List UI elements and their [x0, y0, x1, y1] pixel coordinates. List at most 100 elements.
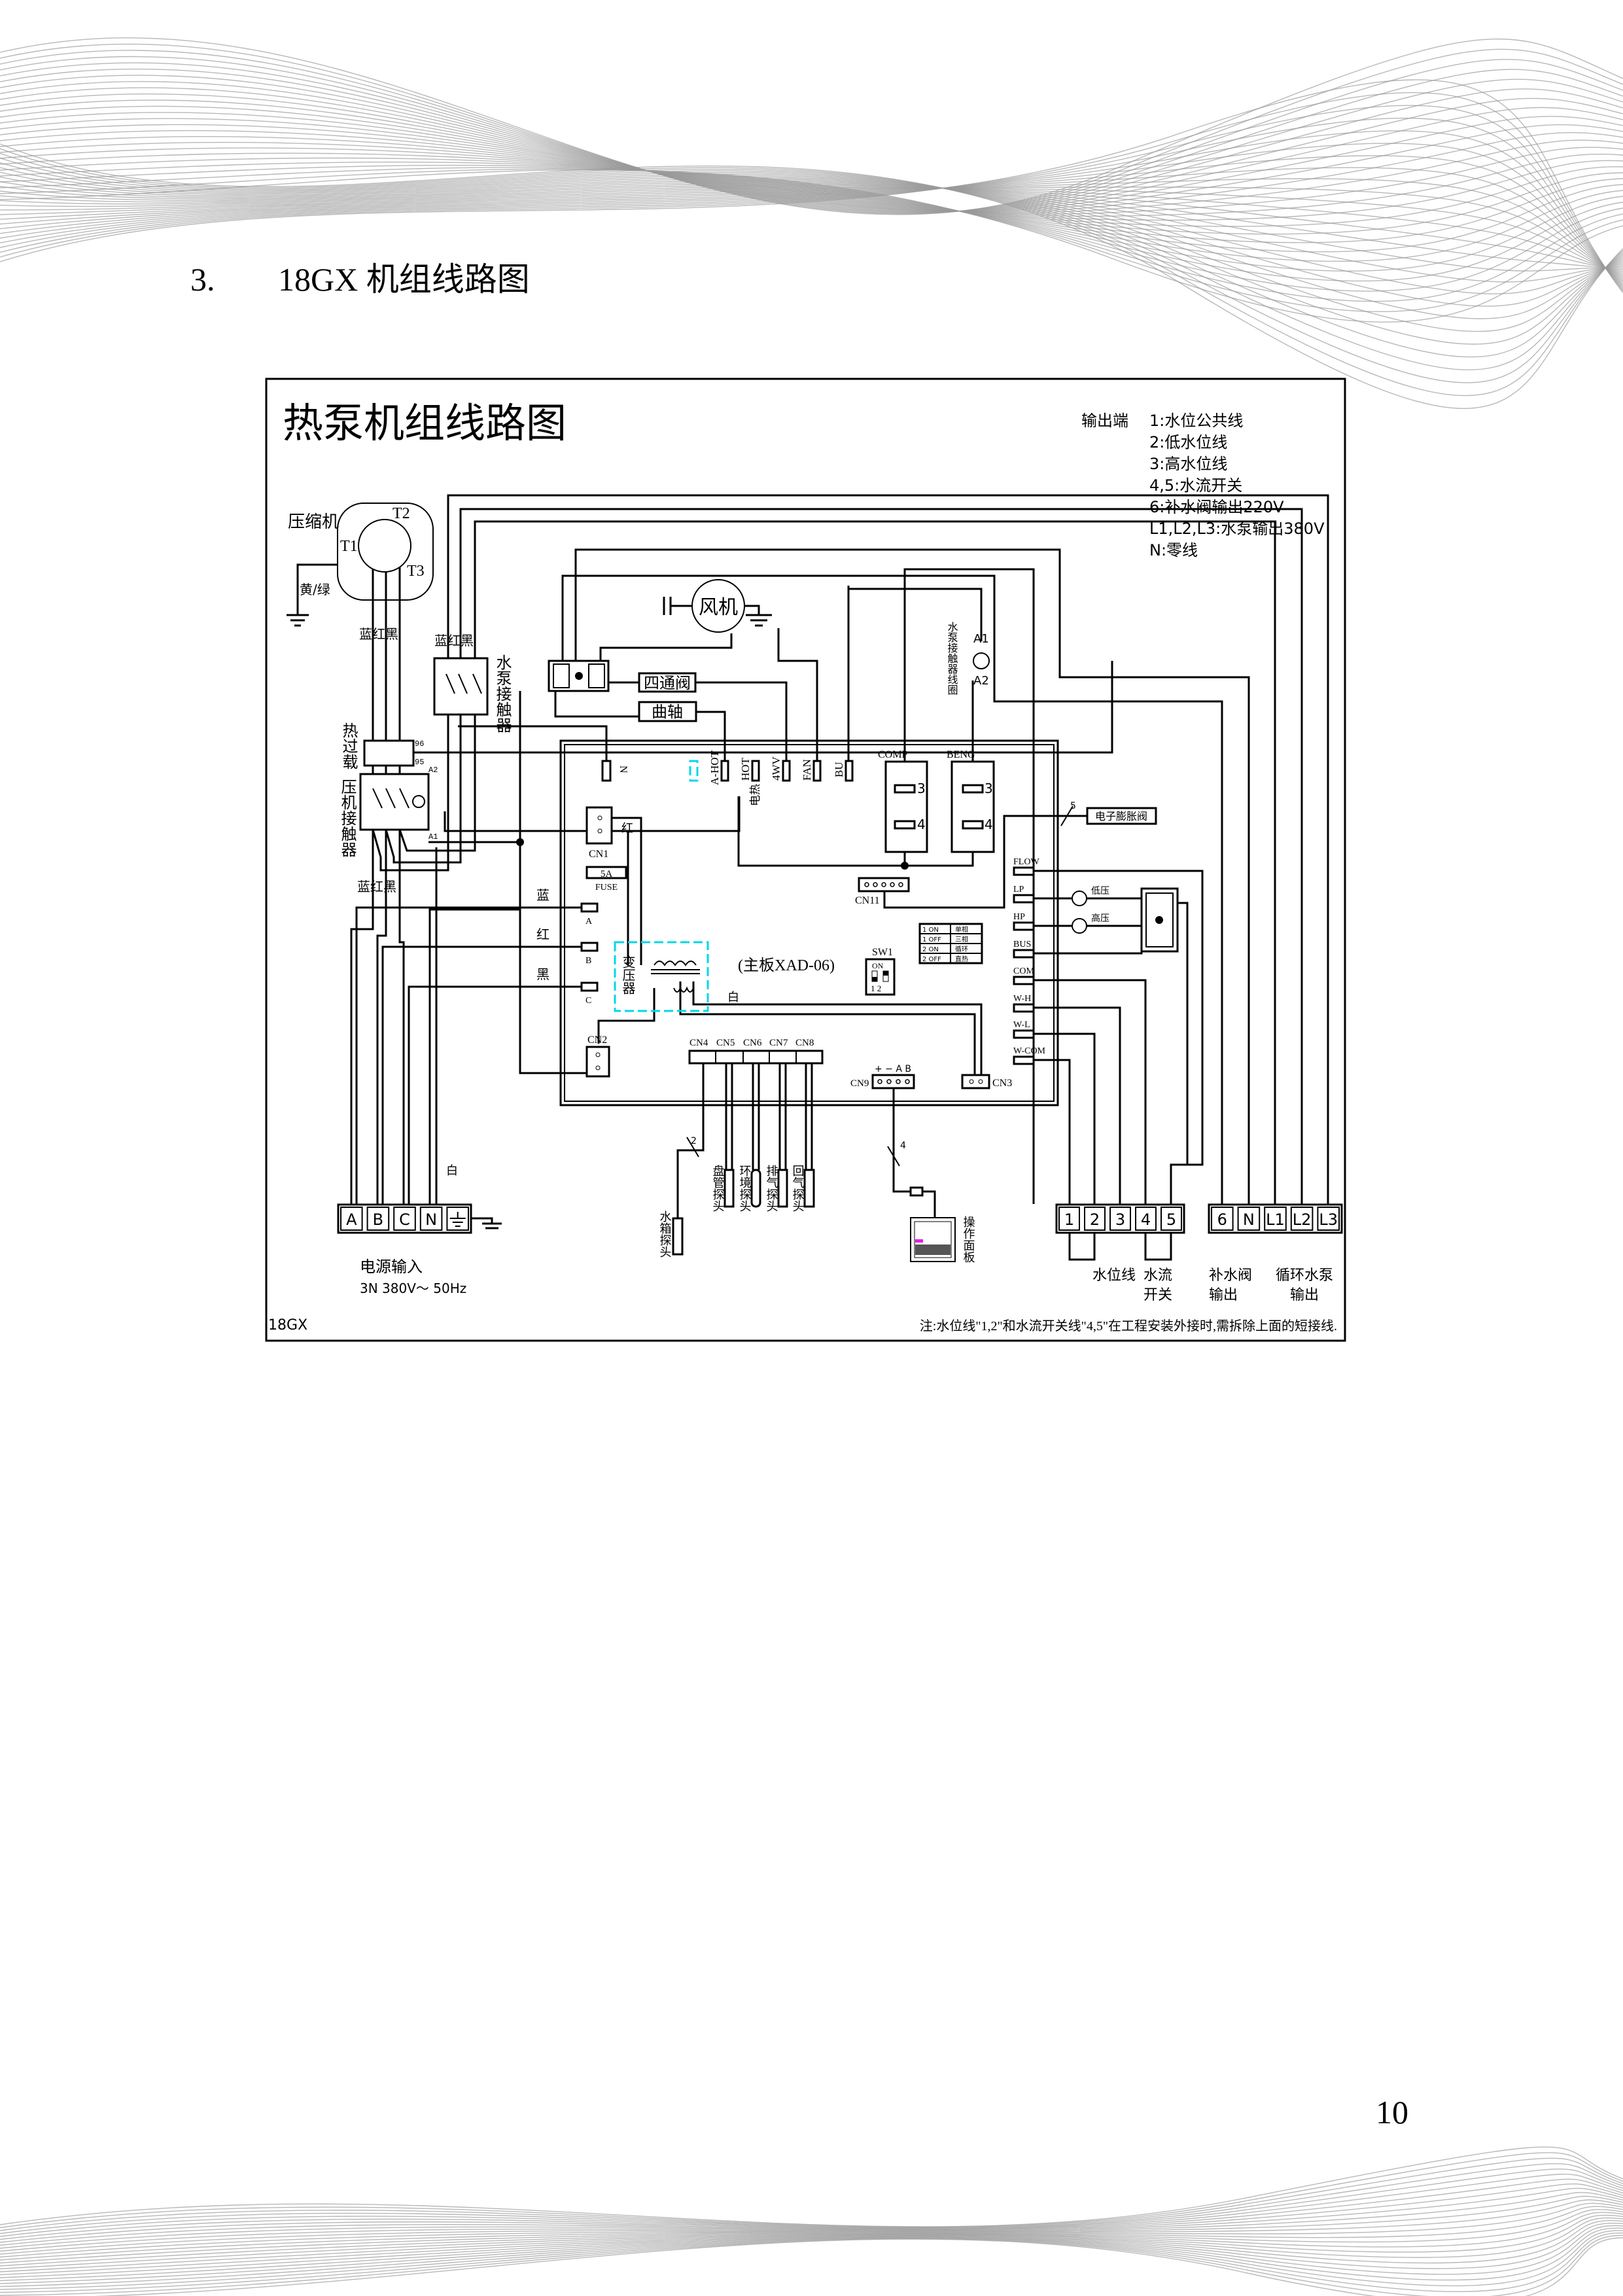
water-level-label: 水位线 [1092, 1267, 1136, 1284]
diagram-title: 热泵机组线路图 [283, 399, 567, 447]
neutral-wire-color: 白 [446, 1164, 458, 1178]
terminal [1058, 1207, 1080, 1231]
cn6-label: CN6 [743, 1038, 762, 1048]
port-label: FLOW [1013, 857, 1039, 867]
valve-output-label: 输出 [1209, 1287, 1238, 1303]
eev-wire-count: 5 [1070, 801, 1076, 811]
connector-cn1 [585, 806, 613, 845]
terminal-label: L3 [1319, 1210, 1338, 1229]
table-cell: 循环 [955, 945, 968, 953]
table-cell: 1 ON [922, 927, 939, 934]
terminal [366, 1207, 390, 1231]
fuse [585, 866, 627, 879]
ground-icon [449, 1212, 466, 1227]
table-cell: 单相 [955, 925, 968, 934]
high-pressure-label: 高压 [1091, 913, 1109, 924]
four-way-valve-label: 四通阀 [644, 674, 691, 692]
phase-a-pin: A [585, 917, 593, 927]
pressure-terminal-block [1140, 887, 1179, 953]
crankshaft-heater [638, 701, 697, 722]
table-cell: 直热 [955, 955, 968, 963]
connector-bu-label: BU [833, 762, 845, 777]
page-number: 10 [1376, 2094, 1408, 2130]
coil-a1: A1 [973, 632, 989, 646]
fuse-rating: 5A [601, 869, 613, 879]
cn4-label: CN4 [689, 1038, 708, 1048]
relay-pin: 4 [985, 817, 993, 832]
port-label: W-H [1013, 994, 1031, 1004]
discharge-probe [777, 1169, 788, 1208]
cn9-pins: + − A B [875, 1064, 911, 1074]
connector-cn3 [961, 1074, 990, 1089]
temperature-probes: 盘管探头 环境探头 排气探头 回气探头 水箱探头 2 [658, 1136, 815, 1258]
relay-pin: 3 [917, 781, 926, 796]
decorative-wave-footer [0, 2146, 1623, 2296]
cn1-label: CN1 [589, 849, 608, 860]
compressor-label: 压缩机 [288, 512, 339, 532]
terminal-label: 5 [1166, 1210, 1176, 1229]
legend-item: L1,L2,L3:水泵输出380V [1149, 520, 1325, 538]
relay-comp-label: COMP [878, 749, 907, 760]
terminal-t1-label: T1 [340, 538, 358, 555]
terminal [1211, 1207, 1234, 1231]
fan-label: 风机 [699, 596, 738, 619]
sw1-label: SW1 [872, 947, 893, 958]
relay-beng-label: BENG [947, 749, 975, 760]
power-spec: 3N 380V～ 50Hz [360, 1280, 466, 1296]
junction-dot [516, 838, 524, 846]
wire-color-label: 蓝红黑 [359, 626, 398, 642]
low-pressure-switch [1072, 891, 1087, 906]
main-board: N A-HOT HOT 电热 4WV FAN BU COMP 3 4 BENG … [536, 739, 1179, 1106]
control-panel-label: 操作面板 [962, 1216, 975, 1263]
phase-c-pin: C [585, 996, 591, 1006]
table-cell: 1 OFF [922, 936, 941, 944]
coil-a2: A2 [973, 674, 989, 688]
port-label: W-L [1013, 1020, 1030, 1030]
connector-cn11 [858, 877, 910, 892]
relay-beng [951, 760, 995, 853]
pump-contactor: 水泵接触器 [433, 654, 512, 733]
suction-probe [803, 1169, 815, 1208]
terminal [446, 1207, 470, 1231]
phase-b-color: 红 [536, 927, 550, 942]
wiring-diagram: 热泵机组线路图 输出端 1:水位公共线 2:低水位线 3:高水位线 4,5:水流… [265, 378, 1346, 1342]
legend-item: 2:低水位线 [1149, 433, 1227, 451]
board-model-label: (主板XAD-06) [738, 957, 835, 974]
high-pressure-switch [1072, 918, 1087, 934]
terminal-label: B [373, 1210, 383, 1229]
terminal [1109, 1207, 1131, 1231]
terminal [340, 1207, 363, 1231]
terminal-label: A [346, 1210, 357, 1229]
section-number: 3. [190, 261, 215, 298]
terminal-label: 2 [1090, 1210, 1100, 1229]
cn5-label: CN5 [716, 1038, 735, 1048]
terminal [1290, 1207, 1314, 1231]
crankshaft-label: 曲轴 [652, 703, 683, 721]
port-connector [1013, 1029, 1035, 1039]
transformer: 变压器 [614, 941, 709, 1012]
probe-label: 排气探头 [765, 1165, 778, 1212]
legend-item: 1:水位公共线 [1149, 412, 1243, 430]
cn1-wire-color: 红 [621, 822, 633, 836]
legend-heading: 输出端 [1081, 412, 1128, 430]
connector-hot-label: HOT [739, 757, 752, 781]
port-label: LP [1013, 885, 1024, 894]
cn8-label: CN8 [795, 1038, 814, 1048]
fuse-label: FUSE [595, 883, 618, 892]
terminal-label: L2 [1293, 1210, 1312, 1229]
port-label: COM [1013, 966, 1034, 976]
installation-note: 注:水位线"1,2"和水流开关线"4,5"在工程安装外接时,需拆除上面的短接线. [920, 1318, 1337, 1333]
output-legend: 输出端 1:水位公共线 2:低水位线 3:高水位线 4,5:水流开关 6:补水阀… [1081, 412, 1325, 559]
dip-switch-sw1[interactable] [865, 958, 896, 996]
connector-cn9 [871, 1074, 915, 1089]
terminal-block-4wv [548, 660, 610, 692]
pin-a2: A2 [428, 766, 438, 775]
connector-a-hot-label: A-HOT [708, 751, 721, 785]
table-cell: 2 OFF [922, 956, 941, 963]
coil-probe [724, 1169, 735, 1208]
port-connector [1013, 1055, 1035, 1065]
terminal-t2-label: T2 [393, 505, 410, 522]
